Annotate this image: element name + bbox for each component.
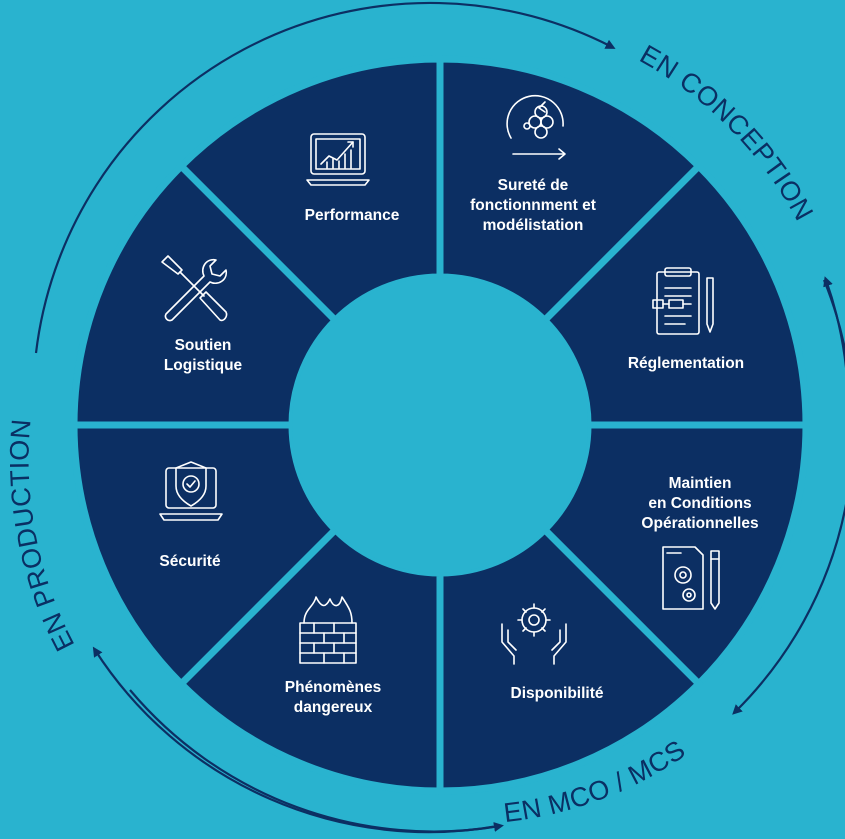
center-circle [292,277,588,573]
segment-label-phenomenes: Phénomènes dangereux [285,678,381,718]
segment-label-surete: Sureté de fonctionnment et modélistation [470,176,596,236]
donut-segments [70,55,810,795]
label-en-production: EN PRODUCTION [4,418,80,656]
clipboard-pen-icon [652,267,714,335]
segment-label-performance: Performance [305,206,400,226]
segment-label-line: Sécurité [159,553,221,570]
laptop-shield-icon [159,461,223,521]
segment-label-line: modélistation [482,217,584,234]
segment-label-line: en Conditions [648,495,752,512]
segment-label-line: Performance [304,207,400,224]
segment-label-line: Sureté de [497,177,569,194]
segment-label-line: Logistique [163,357,243,374]
wrench-screwdriver-icon [161,255,228,322]
segment-label-line: fonctionnment et [470,197,596,214]
document-gears-icon [662,546,720,610]
segment-label-disponibilite: Disponibilité [511,684,604,704]
segment-label-line: Maintien [668,475,732,492]
segment-label-securite: Sécurité [159,552,220,572]
arrow-production-to-conception [34,1,616,354]
laptop-chart-icon [306,133,370,186]
segment-label-line: Phénomènes [284,679,382,696]
segment-label-line: Réglementation [627,355,745,372]
segment-label-line: dangereux [293,699,373,716]
arrow-conception-up [823,276,845,369]
arrow-mco-short [129,689,504,833]
molecule-cycle-icon [506,95,566,160]
firewall-icon [299,596,357,664]
segment-label-line: Opérationnelles [641,515,759,532]
segment-label-line: Soutien [174,337,232,354]
hands-gear-icon [501,603,567,665]
segment-label-line: Disponibilité [510,685,604,702]
segment-label-reglementation: Réglementation [628,354,744,374]
